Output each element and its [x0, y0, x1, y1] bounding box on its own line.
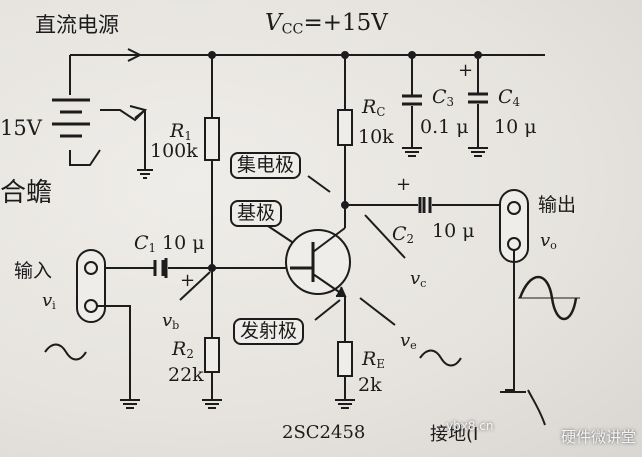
rail-arrow	[127, 48, 143, 62]
dc-source-label: 直流电源	[35, 13, 119, 37]
watermark-brand: 硬件微讲堂	[560, 428, 636, 446]
node-c4	[474, 51, 482, 59]
c3-ground	[402, 147, 422, 157]
vb-pointer	[179, 271, 211, 301]
vo-label: vo	[540, 230, 557, 252]
re-value: 2k	[358, 374, 382, 396]
c3-capacitor	[402, 94, 422, 106]
r2-ground	[202, 399, 222, 409]
input-label: 输入	[14, 260, 53, 282]
r1-value: 100k	[150, 140, 198, 162]
c2-capacitor	[418, 197, 432, 213]
re-resistor	[337, 341, 353, 377]
c4-label: C4	[498, 86, 521, 109]
c2-label: C2	[392, 223, 415, 246]
emitter-pointer	[314, 299, 341, 321]
base-callout: 基极	[230, 200, 283, 227]
c4-capacitor	[468, 92, 488, 104]
battery-symbol	[52, 98, 90, 138]
node-c3	[408, 51, 416, 59]
c3-value: 0.1 μ	[420, 116, 469, 138]
vc-label: vc	[410, 268, 427, 290]
transistor-model: 2SC2458	[282, 422, 366, 443]
vcc-label: VCC=+15V	[265, 10, 388, 38]
emitter-callout: 发射极	[233, 318, 305, 345]
battery-switch	[100, 105, 148, 122]
output-label: 输出	[538, 194, 577, 216]
ground-label: 接地(I	[430, 424, 479, 445]
c1-value: 10 μ	[162, 232, 205, 254]
output-pin-top	[507, 201, 521, 215]
ground-pointer	[527, 389, 546, 426]
vi-label: vi	[42, 290, 56, 312]
re-label: RE	[362, 348, 385, 371]
c4-value: 10 μ	[494, 116, 537, 138]
r2-resistor	[204, 337, 220, 373]
battery-label: 15V	[0, 116, 42, 140]
ve-pointer	[359, 297, 396, 326]
output-ground	[500, 250, 526, 393]
r1-label: R1	[170, 120, 192, 143]
node-rc-top	[341, 51, 349, 59]
collector-callout: 集电极	[230, 152, 302, 179]
c4-plus: +	[458, 60, 474, 81]
transistor-circle	[285, 229, 351, 295]
c4-ground	[468, 147, 488, 157]
rc-resistor	[337, 109, 353, 146]
transistor-base	[290, 242, 315, 282]
ve-label: ve	[400, 330, 417, 352]
emitter-waveform	[419, 349, 462, 367]
battery-wire	[69, 55, 101, 166]
r1-resistor	[204, 117, 220, 161]
r2-label: R2	[172, 338, 194, 361]
c2-plus: +	[396, 174, 412, 195]
c3-label: C3	[432, 86, 455, 109]
node-r1-top	[208, 51, 216, 59]
r2-value: 22k	[168, 364, 204, 386]
input-ground	[97, 305, 140, 409]
watermark-site: ybx8.cn	[446, 419, 494, 433]
c1-capacitor	[153, 258, 168, 278]
rc-value: 10k	[358, 126, 394, 148]
input-pin-top	[84, 261, 98, 275]
collector-pointer	[307, 175, 331, 193]
re-ground	[335, 399, 355, 409]
battery-ground	[137, 110, 153, 179]
input-waveform	[44, 343, 87, 361]
handwriting-mark: 合蟾	[0, 178, 53, 208]
vc-pointer	[364, 214, 406, 259]
c1-label: C1	[134, 232, 157, 255]
vb-label: vb	[162, 310, 180, 332]
c1-plus: +	[180, 270, 196, 291]
rc-label: RC	[362, 96, 386, 119]
c2-value: 10 μ	[432, 220, 475, 242]
